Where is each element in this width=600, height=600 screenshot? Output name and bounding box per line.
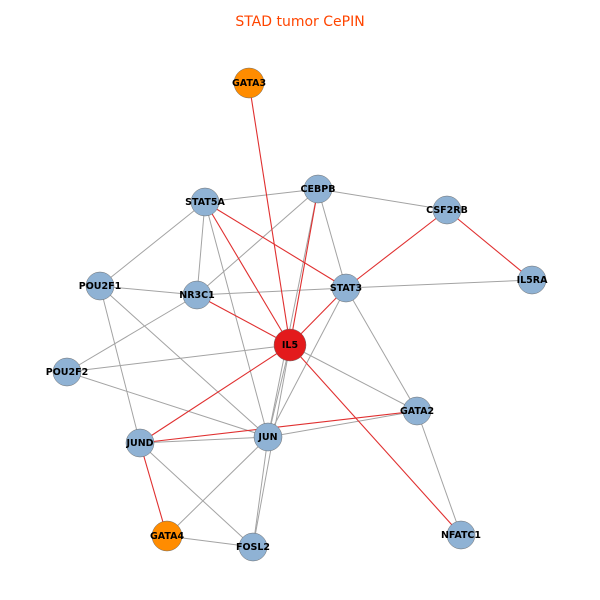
edge-JUN-GATA2 [267,410,418,438]
edge-JUND-GATA2 [139,410,418,444]
node-GATA2 [402,396,432,426]
node-CSF2RB [432,195,462,225]
edge-CEBPB-JUN [267,188,319,438]
edge-IL5-GATA2 [289,344,418,412]
node-IL5RA [517,265,547,295]
edge-POU2F2-JUN [66,371,269,438]
edge-STAT3-JUN [267,287,347,438]
edge-STAT3-IL5RA [345,279,533,289]
edge-STAT3-GATA2 [345,287,418,412]
node-CEBPB [303,174,333,204]
edge-STAT5A-CEBPB [204,188,319,203]
edge-STAT5A-IL5 [204,201,291,346]
node-NR3C1 [182,280,212,310]
edge-CSF2RB-STAT3 [345,209,448,289]
edge-CEBPB-STAT3 [317,188,347,289]
edge-GATA2-NFATC1 [416,410,462,536]
edge-NFATC1-IL5 [289,344,462,536]
edge-GATA3-IL5 [248,82,291,346]
node-FOSL2 [238,532,268,562]
node-JUND [125,428,155,458]
edge-STAT5A-NR3C1 [196,201,206,296]
edge-JUND-FOSL2 [139,442,254,548]
edge-JUND-GATA4 [139,442,168,537]
edge-CEBPB-CSF2RB [317,188,448,211]
edge-CEBPB-NR3C1 [196,188,319,296]
node-GATA3 [233,67,265,99]
edge-CEBPB-IL5 [289,188,319,346]
node-POU2F2 [52,357,82,387]
edge-NR3C1-IL5 [196,294,291,346]
edge-JUN-GATA4 [166,436,269,537]
edge-STAT5A-POU2F1 [99,201,206,287]
node-JUN [253,422,283,452]
edge-STAT3-NR3C1 [196,287,347,296]
edge-POU2F1-NR3C1 [99,285,198,296]
edge-CSF2RB-IL5RA [446,209,533,281]
edge-JUN-FOSL2 [252,436,269,548]
node-POU2F1 [85,271,115,301]
edge-JUN-JUND [139,436,269,444]
edge-JUND-IL5 [139,344,291,444]
node-STAT3 [331,273,361,303]
node-GATA4 [151,520,183,552]
edge-POU2F2-IL5 [66,344,291,373]
edge-POU2F1-JUN [99,285,269,438]
node-IL5 [273,328,307,362]
edge-STAT5A-STAT3 [204,201,347,289]
edge-POU2F1-JUND [99,285,141,444]
chart-title: STAD tumor CePIN [235,14,365,30]
edge-POU2F2-NR3C1 [66,294,198,373]
node-STAT5A [190,187,220,217]
node-NFATC1 [446,520,476,550]
edge-STAT5A-JUN [204,201,269,438]
